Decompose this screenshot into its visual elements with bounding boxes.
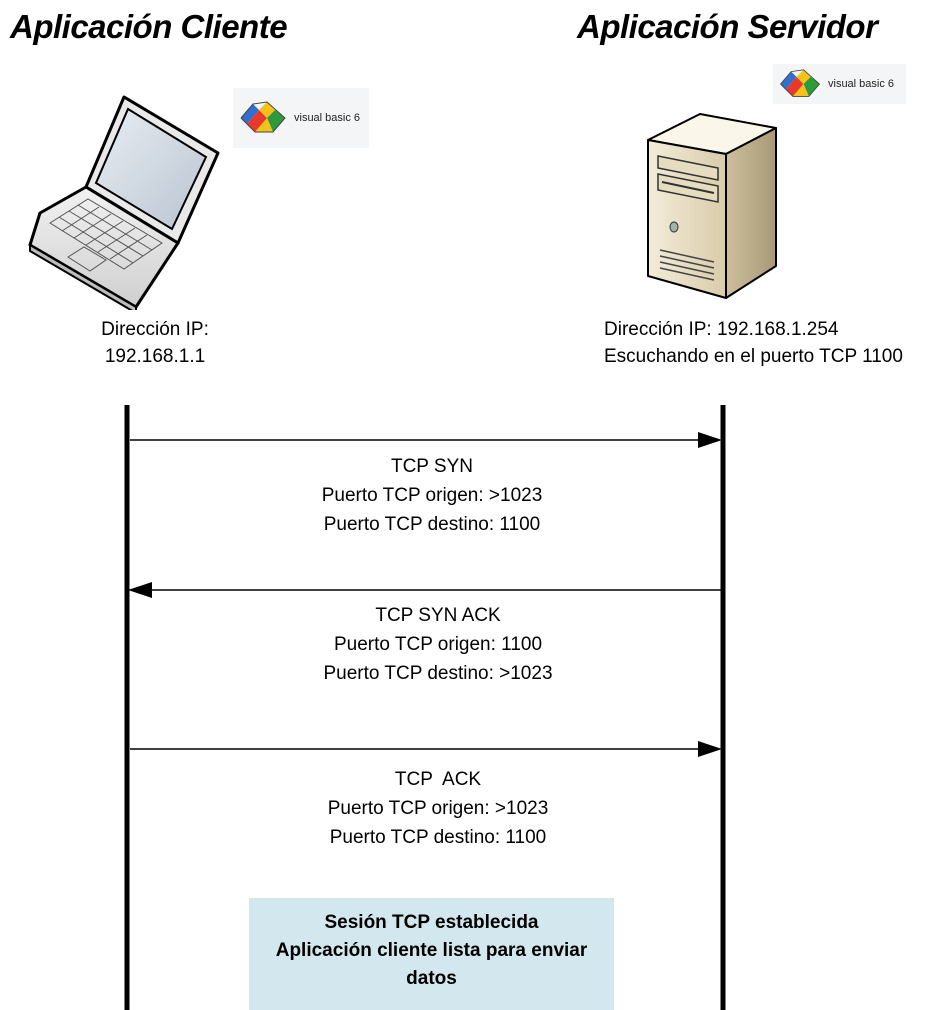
client-vb6-badge: visual basic 6 <box>233 88 369 148</box>
server-ip-label: Dirección IP: 192.168.1.254 Escuchando e… <box>604 316 903 370</box>
syn-message: TCP SYN Puerto TCP origen: >1023 Puerto … <box>232 452 632 539</box>
ack-message-source-port: Puerto TCP origen: >1023 <box>327 798 549 819</box>
client-vb6-badge-text: visual basic 6 <box>294 112 361 124</box>
visual-basic-logo-icon <box>780 69 821 97</box>
synack-message-source-port: Puerto TCP origen: 1100 <box>333 634 543 655</box>
synack-arrow <box>128 582 721 598</box>
laptop-icon <box>28 95 220 310</box>
session-line-3: datos <box>406 968 457 989</box>
ack-message: TCP ACK Puerto TCP origen: >1023 Puerto … <box>238 765 638 852</box>
client-ip-line-2: 192.168.1.1 <box>104 346 206 367</box>
ack-arrow <box>130 741 722 757</box>
ack-message-dest-port: Puerto TCP destino: 1100 <box>329 827 547 848</box>
session-line-1: Sesión TCP establecida <box>324 912 539 933</box>
client-title: Aplicación Cliente <box>10 8 288 45</box>
server-tower-icon <box>647 113 777 299</box>
server-ip-line-2: Escuchando en el puerto TCP 1100 <box>604 346 903 367</box>
client-ip-label: Dirección IP: 192.168.1.1 <box>60 316 250 370</box>
visual-basic-logo-icon <box>240 101 286 133</box>
synack-message: TCP SYN ACK Puerto TCP origen: 1100 Puer… <box>238 601 638 688</box>
server-vb6-badge: visual basic 6 <box>773 64 906 104</box>
synack-message-dest-port: Puerto TCP destino: >1023 <box>323 663 553 684</box>
syn-message-source-port: Puerto TCP origen: >1023 <box>321 485 543 506</box>
session-line-2: Aplicación cliente lista para enviar <box>275 940 588 961</box>
ack-message-title: TCP ACK <box>394 769 482 790</box>
session-established-box: Sesión TCP establecida Aplicación client… <box>249 898 614 1010</box>
syn-message-dest-port: Puerto TCP destino: 1100 <box>323 514 541 535</box>
client-ip-line-1: Dirección IP: <box>101 319 209 340</box>
synack-message-title: TCP SYN ACK <box>375 605 501 626</box>
syn-message-title: TCP SYN <box>390 456 473 477</box>
syn-arrow <box>130 432 722 448</box>
server-vb6-badge-text: visual basic 6 <box>828 78 895 90</box>
server-ip-line-1: Dirección IP: 192.168.1.254 <box>604 319 839 340</box>
server-title: Aplicación Servidor <box>577 8 878 45</box>
